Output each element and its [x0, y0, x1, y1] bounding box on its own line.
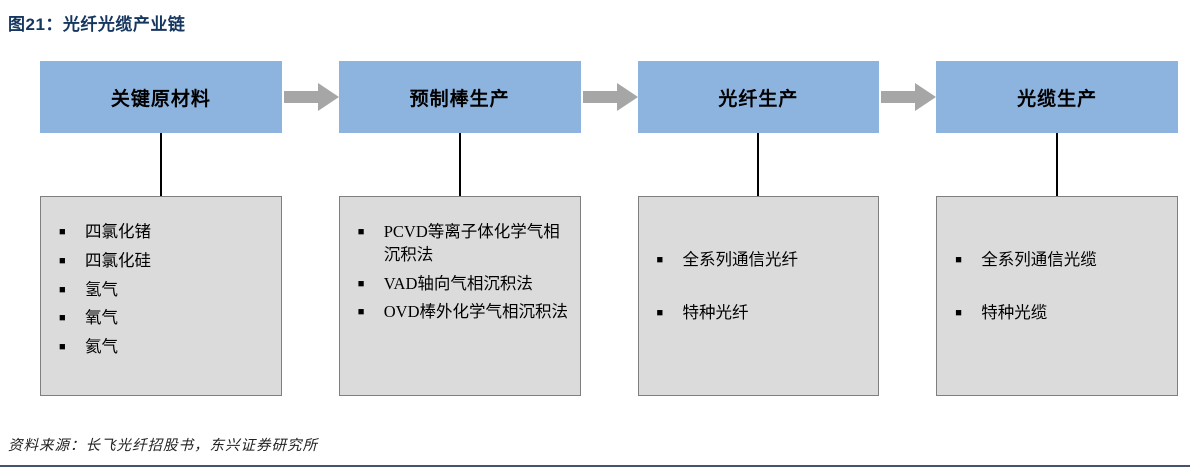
list-item-text: 氢气: [85, 279, 118, 299]
list-item-text: 四氯化锗: [85, 222, 151, 241]
bullet-square-icon: ■: [357, 277, 365, 290]
stage-header-cable: 光缆生产: [936, 61, 1178, 133]
chain-column-cable: 光缆生产 ■ 全系列通信光缆 ■ 特种光缆: [881, 61, 1178, 396]
flow-arrow-icon: [582, 83, 638, 111]
flow-arrow-shaft: [582, 91, 618, 103]
list-item-text: VAD轴向气相沉积法: [383, 273, 533, 293]
detail-list: ■ 全系列通信光纤 ■ 特种光纤: [657, 221, 869, 325]
detail-box-fiber: ■ 全系列通信光纤 ■ 特种光纤: [637, 196, 880, 396]
list-item: ■ OVD棒外化学气相沉积法: [358, 301, 570, 324]
stage-header-raw-materials: 关键原材料: [40, 61, 282, 133]
detail-box-cable: ■ 全系列通信光缆 ■ 特种光缆: [936, 196, 1178, 396]
detail-list: ■ 四氯化锗 ■ 四氯化硅 ■ 氢气 ■ 氧气 ■ 氦气: [59, 221, 271, 359]
stage-header-preform: 预制棒生产: [338, 61, 581, 133]
connector-line: [159, 133, 162, 196]
bullet-square-icon: ■: [357, 306, 365, 319]
detail-list: ■ PCVD等离子体化学气相沉积法 ■ VAD轴向气相沉积法 ■ OVD棒外化学…: [358, 221, 570, 324]
bullet-square-icon: ■: [59, 341, 66, 354]
list-item: ■ VAD轴向气相沉积法: [358, 273, 570, 296]
detail-list: ■ 全系列通信光缆 ■ 特种光缆: [955, 221, 1167, 325]
flow-arrow-icon: [283, 83, 339, 111]
list-item: ■ 特种光纤: [657, 302, 869, 325]
flow-arrow-shaft: [881, 91, 917, 103]
flow-arrow-icon: [881, 83, 937, 111]
list-item-text: 特种光纤: [682, 302, 749, 322]
source-note: 资料来源：长飞光纤招股书，东兴证券研究所: [8, 438, 318, 454]
bullet-square-icon: ■: [656, 306, 664, 319]
bullet-square-icon: ■: [955, 254, 962, 266]
detail-box-raw-materials: ■ 四氯化锗 ■ 四氯化硅 ■ 氢气 ■ 氧气 ■ 氦气: [40, 196, 282, 396]
list-item: ■ 全系列通信光缆: [955, 249, 1167, 272]
bullet-square-icon: ■: [59, 226, 66, 238]
list-item: ■ 氦气: [59, 336, 271, 359]
bullet-square-icon: ■: [59, 254, 66, 267]
bullet-square-icon: ■: [59, 283, 66, 296]
list-item-text: 四氯化硅: [85, 250, 151, 270]
list-item-text: 特种光缆: [981, 302, 1048, 322]
list-item-text: 全系列通信光缆: [981, 250, 1097, 269]
bullet-square-icon: ■: [59, 312, 66, 325]
list-item-text: 氦气: [85, 337, 118, 357]
list-item: ■ 特种光缆: [955, 302, 1167, 325]
list-item-text: OVD棒外化学气相沉积法: [383, 302, 568, 322]
list-item: ■ PCVD等离子体化学气相沉积法: [358, 221, 570, 267]
list-item: ■ 氧气: [59, 307, 271, 330]
stage-header-fiber: 光纤生产: [637, 61, 880, 133]
flow-arrow-head: [915, 83, 937, 111]
bottom-divider: [0, 465, 1190, 467]
list-item-text: PCVD等离子体化学气相沉积法: [383, 222, 560, 264]
bullet-square-icon: ■: [955, 306, 962, 319]
flow-arrow-head: [317, 83, 339, 111]
list-item: ■ 四氯化锗: [59, 221, 271, 244]
detail-box-preform: ■ PCVD等离子体化学气相沉积法 ■ VAD轴向气相沉积法 ■ OVD棒外化学…: [338, 196, 581, 396]
connector-line: [1056, 133, 1059, 196]
list-item: ■ 四氯化硅: [59, 250, 271, 273]
connector-line: [458, 133, 461, 196]
list-item: ■ 全系列通信光纤: [657, 249, 869, 272]
chain-column-fiber: 光纤生产 ■ 全系列通信光纤 ■ 特种光纤: [582, 61, 880, 396]
bullet-square-icon: ■: [656, 254, 664, 266]
chain-column-preform: 预制棒生产 ■ PCVD等离子体化学气相沉积法 ■ VAD轴向气相沉积法 ■ O…: [283, 61, 581, 396]
bullet-square-icon: ■: [357, 226, 365, 238]
flow-arrow-shaft: [283, 91, 319, 103]
figure-title: 图21：光纤光缆产业链: [8, 15, 186, 34]
connector-line: [757, 133, 760, 196]
list-item-text: 氧气: [85, 308, 118, 328]
list-item-text: 全系列通信光纤: [682, 250, 799, 269]
industry-chain-diagram: 关键原材料 ■ 四氯化锗 ■ 四氯化硅 ■ 氢气 ■ 氧气: [40, 61, 1178, 396]
flow-arrow-head: [616, 83, 638, 111]
list-item: ■ 氢气: [59, 279, 271, 302]
chain-column-raw-materials: 关键原材料 ■ 四氯化锗 ■ 四氯化硅 ■ 氢气 ■ 氧气: [40, 61, 282, 396]
